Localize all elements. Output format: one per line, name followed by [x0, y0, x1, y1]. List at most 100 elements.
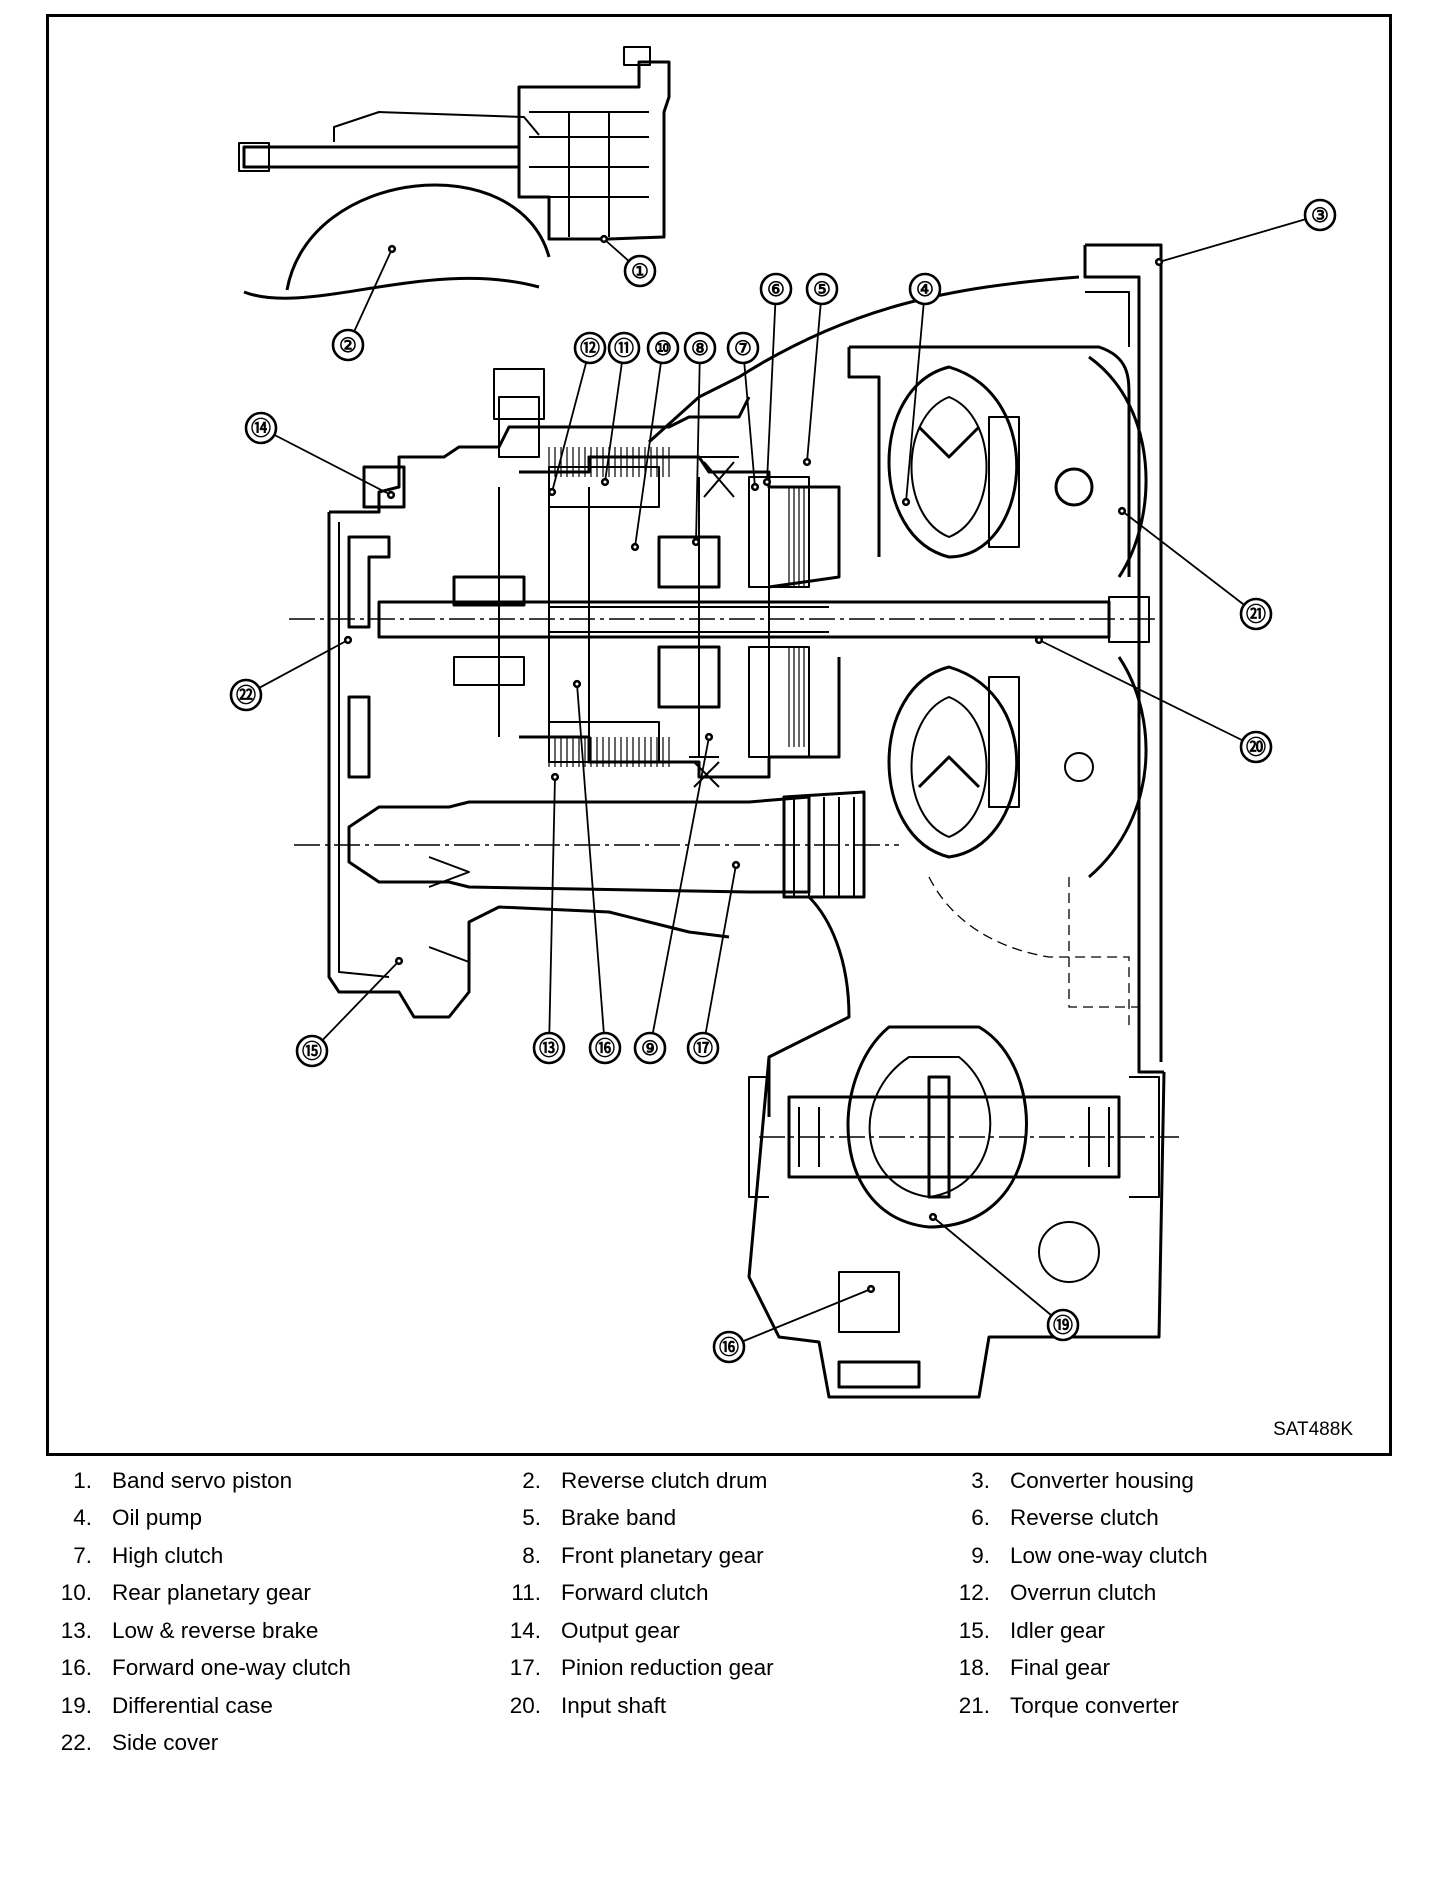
legend-label: Pinion reduction gear	[561, 1655, 774, 1681]
legend-item: 4. Oil pump	[46, 1505, 495, 1531]
legend-item: 8. Front planetary gear	[495, 1543, 944, 1569]
callout-1: ①	[599, 234, 657, 288]
legend-item: 15. Idler gear	[944, 1618, 1392, 1644]
svg-text:⑦: ⑦	[734, 338, 752, 360]
legend-item: 21. Torque converter	[944, 1693, 1392, 1719]
legend-label: Idler gear	[1010, 1617, 1106, 1643]
legend-row: 19. Differential case 20.Input shaft 21. Tor…	[46, 1687, 1392, 1725]
legend-item: 20.Input shaft	[495, 1693, 944, 1719]
callout-18: ⑯	[712, 1284, 876, 1364]
svg-text:⑫: ⑫	[580, 337, 600, 360]
figure-code: SAT488K	[1273, 1419, 1353, 1440]
legend-number: 7.	[73, 1542, 92, 1568]
legend-number: 13.	[60, 1617, 92, 1643]
legend-item: 12.Overrun clutch	[944, 1580, 1392, 1606]
transmission-case	[327, 368, 841, 1019]
legend-label: Torque converter	[1010, 1692, 1179, 1718]
differential	[747, 895, 1179, 1399]
svg-text:⑭: ⑭	[251, 417, 271, 440]
callout-17: ⑰	[686, 860, 741, 1065]
svg-text:⑪: ⑪	[614, 337, 634, 360]
legend-label: Low & reverse brake	[112, 1617, 319, 1643]
svg-text:㉒: ㉒	[236, 684, 256, 707]
legend-number: 5.	[522, 1505, 541, 1531]
legend-label: Reverse clutch drum	[561, 1467, 768, 1493]
svg-text:㉑: ㉑	[1246, 603, 1266, 626]
legend-number: 22.	[60, 1730, 92, 1756]
legend-label: Front planetary gear	[561, 1542, 764, 1568]
svg-text:①: ①	[631, 261, 649, 283]
legend-label: Brake band	[561, 1505, 677, 1531]
callout-22: ㉒	[229, 635, 353, 712]
svg-text:⑯: ⑯	[595, 1037, 615, 1060]
legend-number: 15.	[958, 1617, 990, 1643]
torque-converter	[887, 355, 1148, 879]
legend-item: 9.Low one-way clutch	[944, 1543, 1392, 1569]
callout-4: ④	[901, 272, 942, 507]
callout-14: ⑭	[244, 411, 396, 500]
svg-text:⑲: ⑲	[1053, 1314, 1073, 1337]
svg-text:⑧: ⑧	[691, 338, 709, 360]
legend-label: Rear planetary gear	[112, 1580, 311, 1606]
legend-item: 6. Reverse clutch	[944, 1505, 1392, 1531]
legend-label: Forward clutch	[561, 1580, 709, 1606]
band-servo-assembly	[238, 46, 671, 300]
callout-16: ⑯	[572, 679, 622, 1065]
parts-legend: 1.Band servo piston 2. Reverse clutch drum…	[46, 1462, 1392, 1762]
legend-item: 7. High clutch	[46, 1543, 495, 1569]
legend-item: 2. Reverse clutch drum	[495, 1468, 944, 1494]
legend-number: 12.	[958, 1580, 990, 1606]
legend-label: Oil pump	[112, 1505, 203, 1531]
legend-label: Reverse clutch	[1010, 1505, 1159, 1531]
legend-row: 13. Low & reverse brake 14.Output gear 15. I…	[46, 1612, 1392, 1650]
svg-text:⑯: ⑯	[719, 1336, 739, 1359]
legend-item: 13. Low & reverse brake	[46, 1618, 495, 1644]
legend-item: 17.Pinion reduction gear	[495, 1655, 944, 1681]
legend-number: 8.	[522, 1542, 541, 1568]
legend-row: 4. Oil pump 5. Brake band 6. Reverse clutch	[46, 1500, 1392, 1538]
legend-row: 22.Side cover	[46, 1725, 1392, 1763]
legend-number: 21.	[958, 1692, 990, 1718]
legend-label: High clutch	[112, 1542, 224, 1568]
legend-label: Converter housing	[1010, 1467, 1194, 1493]
legend-item: 16.Forward one-way clutch	[46, 1655, 495, 1681]
callout-19: ⑲	[928, 1212, 1080, 1342]
legend-number: 4.	[73, 1505, 92, 1531]
legend-number: 2.	[522, 1467, 541, 1493]
callout-12: ⑫	[547, 331, 607, 497]
callout-9: ⑨	[633, 732, 714, 1065]
legend-number: 1.	[73, 1467, 92, 1493]
legend-number: 10.	[60, 1580, 92, 1606]
legend-number: 11.	[511, 1580, 541, 1606]
legend-number: 3.	[971, 1467, 990, 1493]
callout-7: ⑦	[726, 331, 760, 492]
svg-text:⑨: ⑨	[641, 1038, 659, 1060]
legend-number: 6.	[971, 1505, 990, 1531]
legend-label: Differential case	[112, 1692, 273, 1718]
legend-item: 14.Output gear	[495, 1618, 944, 1644]
callout-11: ⑪	[600, 331, 641, 487]
legend-number: 19.	[60, 1692, 92, 1718]
legend-item: 22.Side cover	[46, 1730, 495, 1756]
callout-6: ⑥	[759, 272, 793, 487]
legend-item: 11. Forward clutch	[495, 1580, 944, 1606]
legend-item: 18.Final gear	[944, 1655, 1392, 1681]
legend-label: Input shaft	[561, 1692, 667, 1718]
callout-13: ⑬	[532, 772, 566, 1065]
callout-2: ②	[331, 244, 397, 362]
input-shaft	[289, 596, 1159, 643]
callout-10: ⑩	[630, 331, 680, 552]
svg-text:⑥: ⑥	[767, 279, 785, 301]
callout-8: ⑧	[683, 331, 717, 547]
countershaft	[294, 790, 899, 963]
legend-row: 1.Band servo piston 2. Reverse clutch drum…	[46, 1462, 1392, 1500]
svg-text:④: ④	[916, 279, 934, 301]
svg-text:⑰: ⑰	[693, 1037, 713, 1060]
callout-15: ⑮	[295, 956, 404, 1068]
legend-item: 1.Band servo piston	[46, 1468, 495, 1494]
